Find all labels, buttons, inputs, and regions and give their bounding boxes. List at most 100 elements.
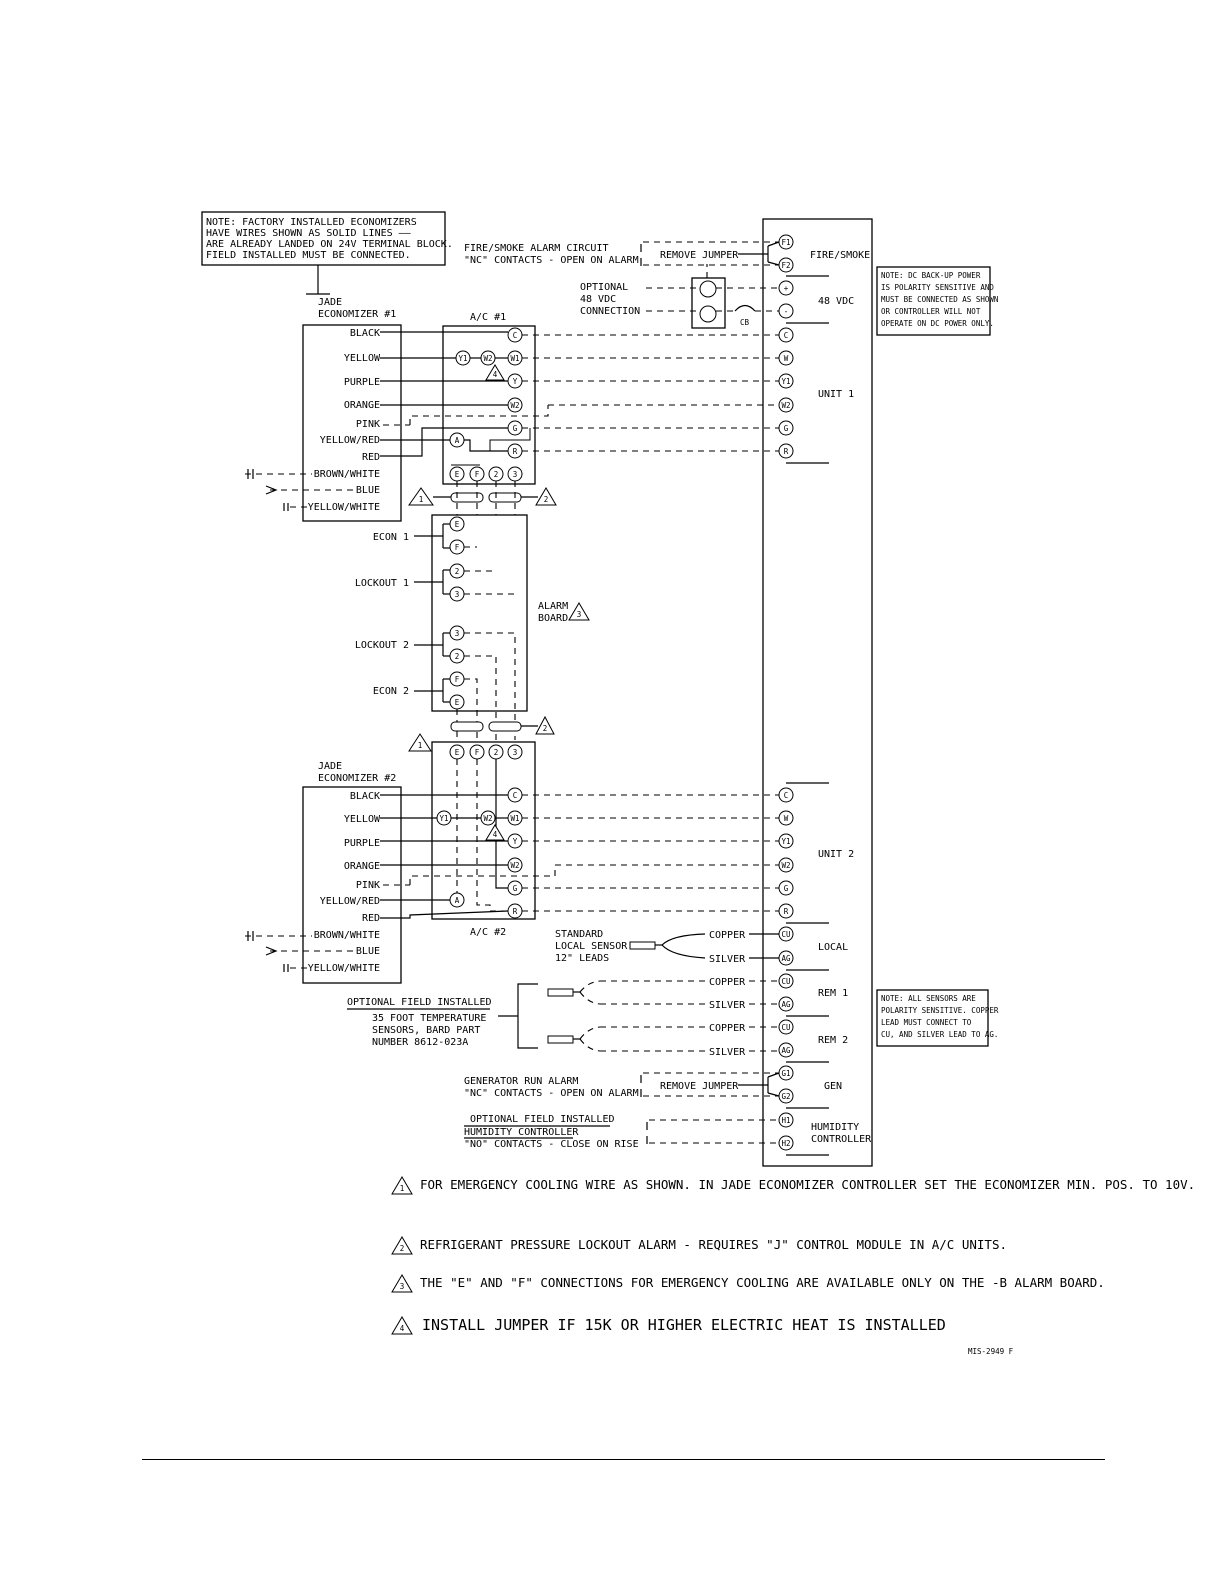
terminal-ag: AG xyxy=(778,950,794,966)
dc-label: 48 VDC xyxy=(580,294,616,305)
svg-text:REFRIGERANT PRESSURE LOCKOUT A: REFRIGERANT PRESSURE LOCKOUT ALARM - REQ… xyxy=(420,1237,1007,1252)
svg-text:Y: Y xyxy=(513,837,518,846)
jade-economizer-1 xyxy=(302,324,402,522)
note-line: ARE ALREADY LANDED ON 24V TERMINAL BLOCK… xyxy=(206,239,453,250)
note-line: HAVE WIRES SHOWN AS SOLID LINES —— xyxy=(206,228,412,239)
jade1-label: ECONOMIZER #1 xyxy=(318,309,396,320)
section-local: LOCAL xyxy=(818,942,848,953)
dc-label: OPTIONAL xyxy=(580,282,628,293)
svg-text:C: C xyxy=(784,791,789,800)
triangle-marker-1: 1 xyxy=(408,733,432,752)
triangle-marker-2: 2 xyxy=(535,715,555,735)
svg-text:R: R xyxy=(784,447,789,456)
svg-text:R: R xyxy=(784,907,789,916)
copper-label: COPPER xyxy=(709,977,746,988)
section-unit-2: UNIT 2 xyxy=(818,849,854,860)
svg-text:BLACK: BLACK xyxy=(350,328,380,339)
svg-text:3: 3 xyxy=(513,470,518,479)
svg-text:F1: F1 xyxy=(781,238,790,247)
fire-contacts xyxy=(640,241,779,266)
legend-item-1: 1 FOR EMERGENCY COOLING WIRE AS SHOWN. I… xyxy=(391,1176,1195,1195)
note-line: FIELD INSTALLED MUST BE CONNECTED. xyxy=(206,250,411,261)
svg-text:RED: RED xyxy=(362,913,380,924)
svg-text:ORANGE: ORANGE xyxy=(344,400,380,411)
svg-text:W1: W1 xyxy=(510,814,519,823)
section-unit-1: UNIT 1 xyxy=(818,389,854,400)
svg-text:C: C xyxy=(784,331,789,340)
svg-text:W1: W1 xyxy=(510,354,519,363)
copper-label: COPPER xyxy=(709,1023,746,1034)
humidity-label: "NO" CONTACTS - CLOSE ON RISE xyxy=(464,1139,639,1150)
note-line: IS POLARITY SENSITIVE AND xyxy=(881,283,994,292)
note-line: NOTE: FACTORY INSTALLED ECONOMIZERS xyxy=(206,217,417,228)
alarm-board-label: ALARM xyxy=(538,601,568,612)
svg-text:F: F xyxy=(475,748,480,757)
terminal-plus: + xyxy=(778,280,794,296)
triangle-marker-1: 1 xyxy=(408,487,434,506)
svg-text:A: A xyxy=(455,436,460,445)
terminal-minus: - xyxy=(778,303,794,319)
terminal-r: R xyxy=(778,443,794,459)
note-line: LEAD MUST CONNECT TO xyxy=(881,1018,972,1027)
note-line: NOTE: ALL SENSORS ARE xyxy=(881,994,976,1003)
ac1-terminals: C W1 W2 Y1 Y W2 G R A E F 2 3 xyxy=(449,327,523,482)
svg-text:C: C xyxy=(513,331,518,340)
svg-text:H2: H2 xyxy=(781,1139,790,1148)
svg-text:W2: W2 xyxy=(483,814,492,823)
svg-text:A: A xyxy=(455,896,460,905)
svg-text:2: 2 xyxy=(400,1244,405,1253)
terminal-y1: Y1 xyxy=(778,833,794,849)
alarm-board-label: BOARD xyxy=(538,613,568,624)
svg-text:4: 4 xyxy=(400,1324,405,1333)
note-dc-backup: NOTE: DC BACK-UP POWER IS POLARITY SENSI… xyxy=(876,266,998,336)
svg-text:2: 2 xyxy=(455,652,460,661)
svg-text:E: E xyxy=(455,470,460,479)
svg-text:3: 3 xyxy=(513,748,518,757)
svg-text:2: 2 xyxy=(494,470,499,479)
ac1-label: A/C #1 xyxy=(470,312,506,323)
silver-label: SILVER xyxy=(709,1000,746,1011)
svg-text:W2: W2 xyxy=(510,401,519,410)
svg-text:PURPLE: PURPLE xyxy=(344,838,380,849)
svg-text:2: 2 xyxy=(543,724,548,733)
section-48vdc: 48 VDC xyxy=(818,296,854,307)
svg-text:W2: W2 xyxy=(483,354,492,363)
svg-text:4: 4 xyxy=(493,830,498,839)
svg-text:3: 3 xyxy=(400,1282,405,1291)
generator-alarm-label: "NC" CONTACTS - OPEN ON ALARM xyxy=(464,1088,639,1099)
svg-text:Y1: Y1 xyxy=(781,837,790,846)
standard-sensor-label: STANDARD xyxy=(555,929,603,940)
svg-text:F: F xyxy=(455,543,460,552)
svg-text:Y1: Y1 xyxy=(458,354,467,363)
svg-text:G1: G1 xyxy=(781,1069,790,1078)
svg-text:W: W xyxy=(784,354,789,363)
standard-sensor-label: 12" LEADS xyxy=(555,953,609,964)
fire-alarm-label: FIRE/SMOKE ALARM CIRCUIT xyxy=(464,243,609,254)
svg-text:1: 1 xyxy=(400,1184,405,1193)
optional-sensors-label: OPTIONAL FIELD INSTALLED xyxy=(347,997,492,1008)
svg-text:BLUE: BLUE xyxy=(356,946,380,957)
terminal-f2: F2 xyxy=(778,257,794,273)
footer-rule xyxy=(142,1459,1105,1460)
section-rem-1: REM 1 xyxy=(818,988,848,999)
svg-text:YELLOW: YELLOW xyxy=(344,353,381,364)
svg-text:2: 2 xyxy=(494,748,499,757)
svg-text:R: R xyxy=(513,907,518,916)
svg-text:AG: AG xyxy=(781,954,791,963)
generator-alarm-label: GENERATOR RUN ALARM xyxy=(464,1076,578,1087)
ac2-terminals: E F 2 3 C W1 W2 Y1 Y W2 G R A xyxy=(436,744,523,919)
svg-text:E: E xyxy=(455,520,460,529)
section-rem-2: REM 2 xyxy=(818,1035,848,1046)
unit1-wiring xyxy=(380,331,779,457)
triangle-marker-4: 4 xyxy=(485,364,505,381)
svg-text:THE "E" AND "F" CONNECTIONS FO: THE "E" AND "F" CONNECTIONS FOR EMERGENC… xyxy=(420,1275,1105,1290)
svg-text:RED: RED xyxy=(362,452,380,463)
optional-sensors-label: NUMBER 8612-023A xyxy=(372,1037,468,1048)
svg-text:Y1: Y1 xyxy=(781,377,790,386)
note-line: CU, AND SILVER LEAD TO AG. xyxy=(881,1030,998,1039)
section-controller: CONTROLLER xyxy=(811,1134,872,1145)
svg-text:3: 3 xyxy=(455,629,460,638)
svg-text:E: E xyxy=(455,748,460,757)
remote-sensor-2 xyxy=(547,1026,779,1052)
svg-text:E: E xyxy=(455,698,460,707)
